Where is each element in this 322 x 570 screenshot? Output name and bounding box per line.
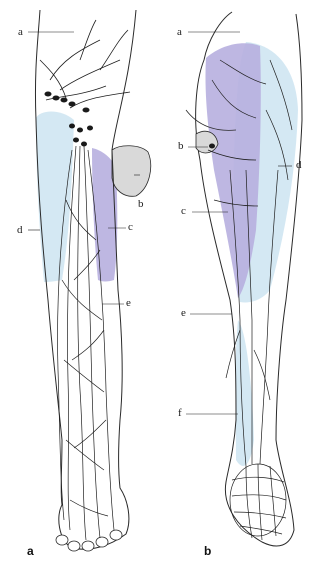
label-a-anterior: a [18,27,23,38]
inguinal-vessels [40,20,130,108]
label-f-posterior: f [178,408,182,419]
label-a-posterior: a [177,27,182,38]
label-b-posterior: b [178,141,184,152]
panel-letter-b: b [204,545,211,557]
label-e-anterior: e [126,298,131,309]
anterior-toes [56,530,122,551]
posterior-node [209,144,215,149]
posterior-lower-blue-zone [236,320,255,466]
label-e-posterior: e [181,308,186,319]
label-c-posterior: c [181,206,186,217]
scrotum-shape [112,146,151,197]
anterior-blue-zone [36,112,74,283]
sole-network [230,464,286,540]
anterior-leg [35,10,150,551]
panel-letter-a: a [27,545,34,557]
label-d-posterior: d [296,160,302,171]
label-d-anterior: d [17,225,23,236]
label-c-anterior: c [128,222,133,233]
label-b-anterior: b [138,199,144,210]
posterior-leg [186,12,302,546]
